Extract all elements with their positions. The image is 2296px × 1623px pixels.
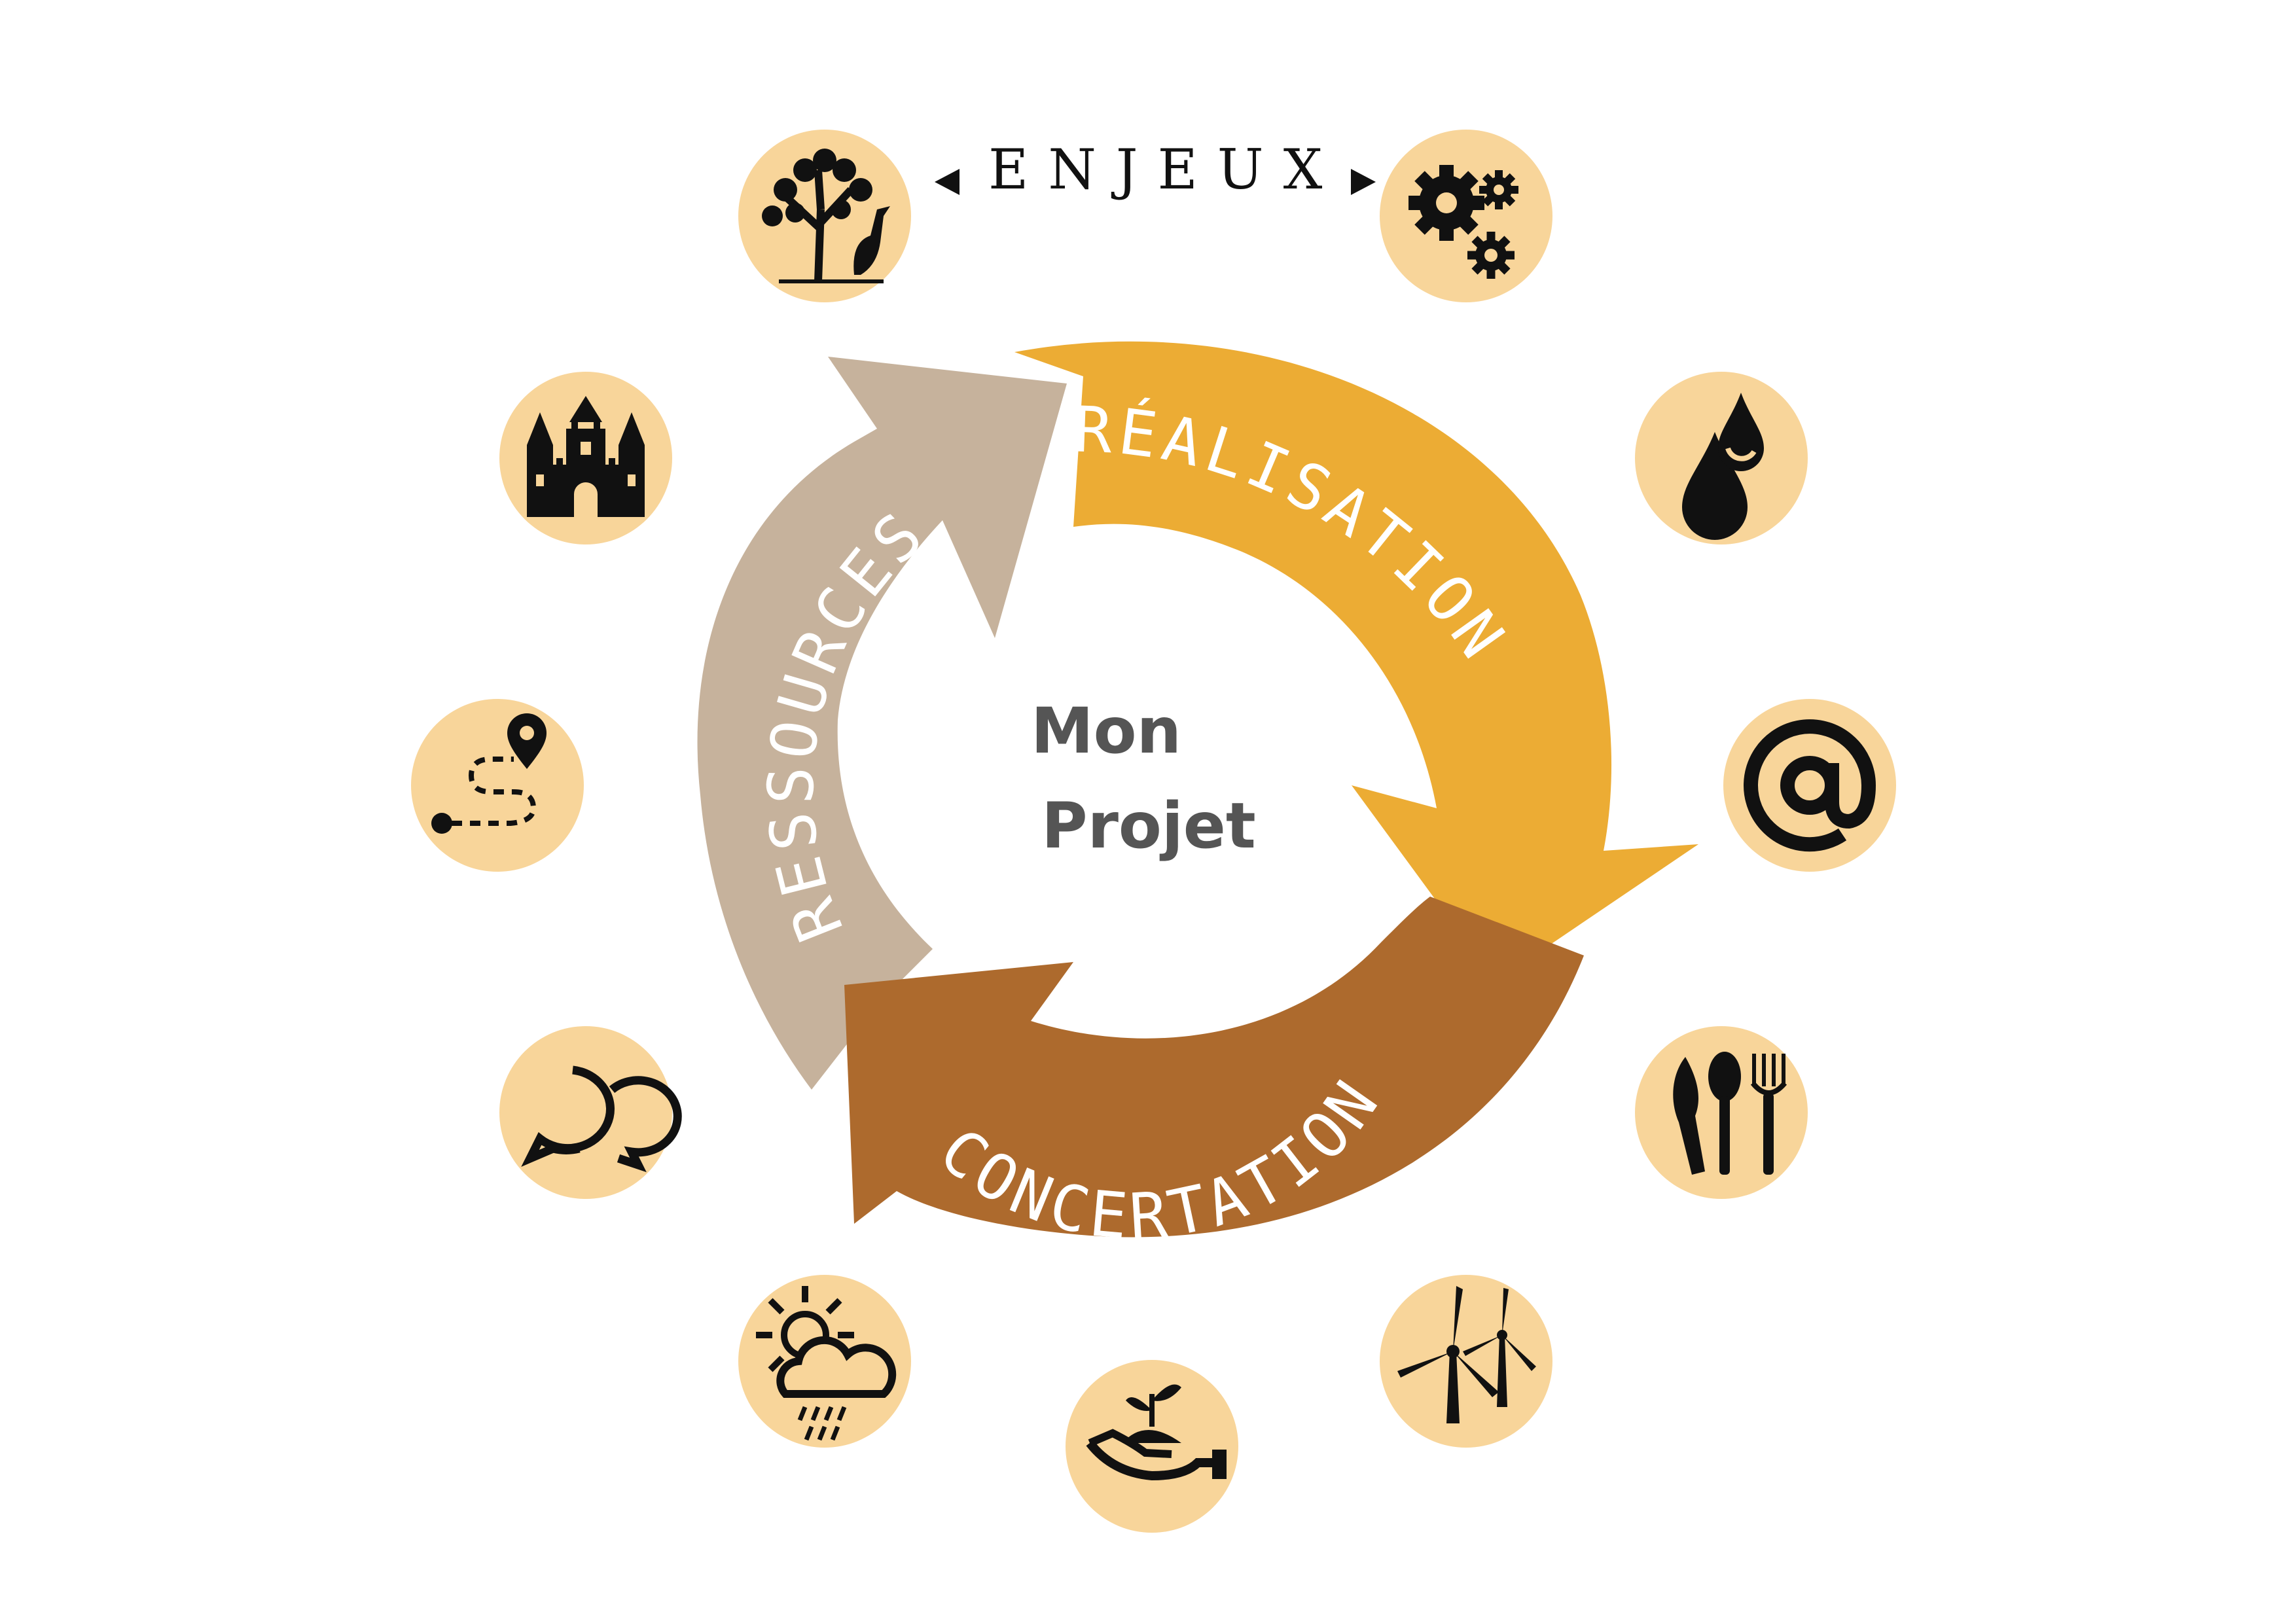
concertation-arrow: [844, 897, 1584, 1238]
wind-turbines-icon: [1380, 1275, 1552, 1448]
ressources-arrow: [697, 357, 1067, 1090]
enjeux-header: ENJEUX: [935, 137, 1376, 202]
center-line1: Mon: [1031, 694, 1181, 768]
cycle-arrows: [697, 341, 1698, 1238]
route-icon: [411, 699, 584, 872]
cutlery-icon: [1635, 1026, 1808, 1199]
left-triangle-icon: [935, 169, 960, 195]
at-sign-icon: [1723, 699, 1896, 872]
realisation-arrow: [1014, 341, 1698, 982]
water-drop-icon: [1635, 372, 1808, 544]
enjeux-label: ENJEUX: [988, 137, 1342, 202]
castle-icon: [499, 372, 672, 544]
gears-icon: [1380, 130, 1552, 302]
weather-icon: [738, 1275, 911, 1448]
center-line2: Projet: [1041, 789, 1256, 863]
center-title: Mon Projet: [1031, 694, 1256, 863]
speech-bubbles-icon: [499, 1026, 682, 1199]
tree-heron-icon: [738, 130, 911, 302]
issue-icons: [411, 130, 1896, 1533]
hand-plant-icon: [1066, 1360, 1238, 1533]
right-triangle-icon: [1351, 169, 1376, 195]
